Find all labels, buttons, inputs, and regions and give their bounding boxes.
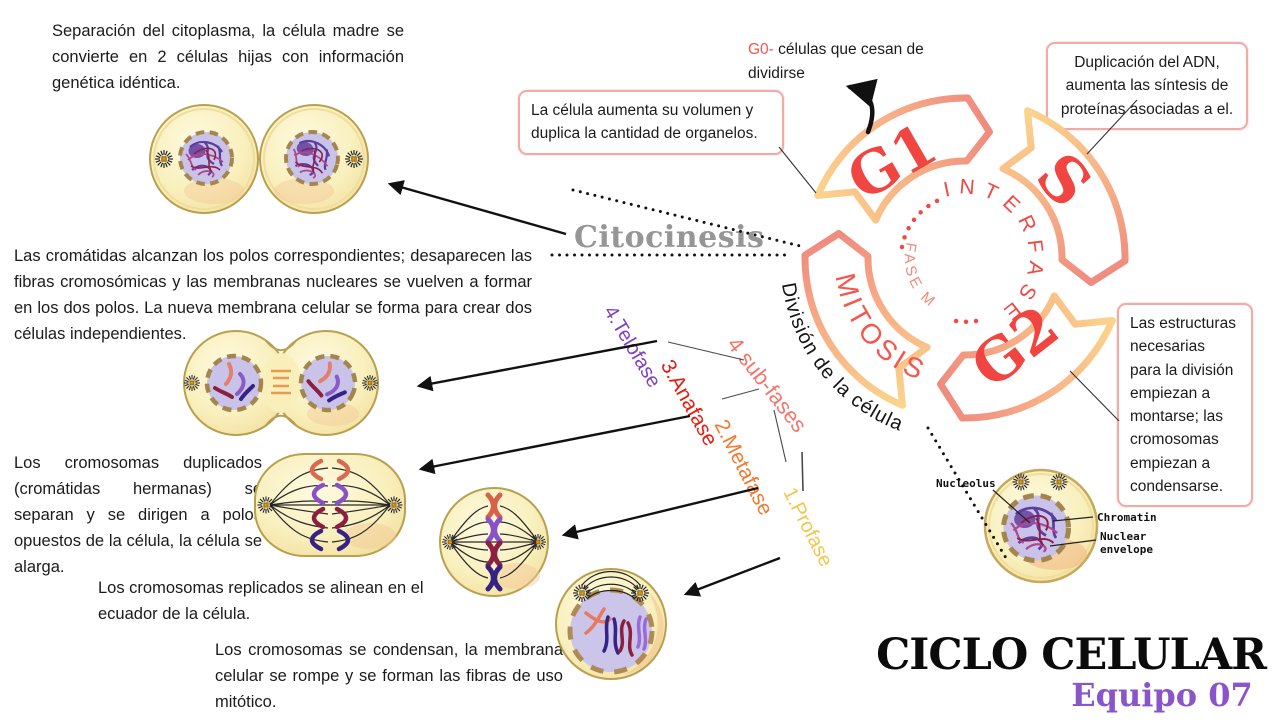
subfases-connector-profase [801,451,804,492]
profase-description: Los cromosomas se condensan, la membrana… [215,641,563,712]
subfases-connector-telofase [667,341,745,361]
s-callout-connector [1086,99,1138,155]
page-title: CICLO CELULAR [876,630,1267,680]
interphase-dotted-line [926,426,1008,560]
telophase-cell-illustration [183,330,379,436]
anaphase-cell-illustration [254,453,406,557]
nucleolus-label: Nucleolus [936,477,996,490]
team-label: Equipo 07 [1071,676,1253,714]
subfases-connector-metafase [773,409,787,463]
prophase-cell-illustration [555,568,667,680]
ring-segment-mitosis [801,230,931,409]
nuclear-envelope-label: Nuclear envelope [1100,530,1153,556]
arrow-to-daughter-cells [387,180,567,236]
ring-segment-s [999,107,1129,286]
g0-annotation: G0- células que cesan de dividirse [748,38,956,86]
telofase-description: Las cromátidas alcanzan los polos corres… [14,247,532,344]
condensing-chromosomes [584,607,648,657]
chromatin-label: Chromatin [1097,511,1157,524]
metafase-description: Los cromosomas replicados se alinean en … [98,579,424,624]
arrow-to-anaphase [418,414,691,475]
g2-callout-box: Las estructuras necesarias para la divis… [1117,303,1253,507]
citocinesis-dotted-line-upper [571,188,802,248]
g0-label: G0- [748,41,774,58]
daughter-cells-illustration [149,104,369,214]
nuclear-envelope-label-line [1049,539,1097,547]
anafase-description: Los cromosomas duplicados (cromátidas he… [14,454,262,577]
arrow-to-prophase [683,556,781,597]
g2-callout-connector [1069,370,1120,422]
chromatin-label-line [1052,516,1094,522]
ring-segment-g1 [814,94,993,224]
arrow-to-telophase [416,339,658,392]
inner-dotted-arc-bottom [948,317,979,324]
subfases-connector-anafase [721,388,760,400]
interphase-cell-illustration [983,468,1099,584]
g0-arrow [845,78,878,135]
s-callout-box: Duplicación del ADN, aumenta las síntesi… [1046,42,1248,130]
daughter-cell-right [259,104,369,214]
g0-text: células que cesan de dividirse [748,41,924,83]
citocinesis-label: Citocinesis [574,220,765,255]
metaphase-cell-illustration [439,487,549,597]
midbody [271,369,291,395]
g1-callout-connector [778,146,817,194]
citocinesis-description: Separación del citoplasma, la célula mad… [52,22,404,93]
ring-segment-g2 [937,292,1116,422]
aster-arcs [581,571,641,599]
g1-callout-box: La célula aumenta su volumen y duplica l… [518,90,784,155]
nucleolus-label-line [992,489,1031,524]
arrow-to-metaphase [561,486,759,540]
inner-dotted-arc-left [899,197,942,250]
daughter-cell-left [149,104,259,214]
